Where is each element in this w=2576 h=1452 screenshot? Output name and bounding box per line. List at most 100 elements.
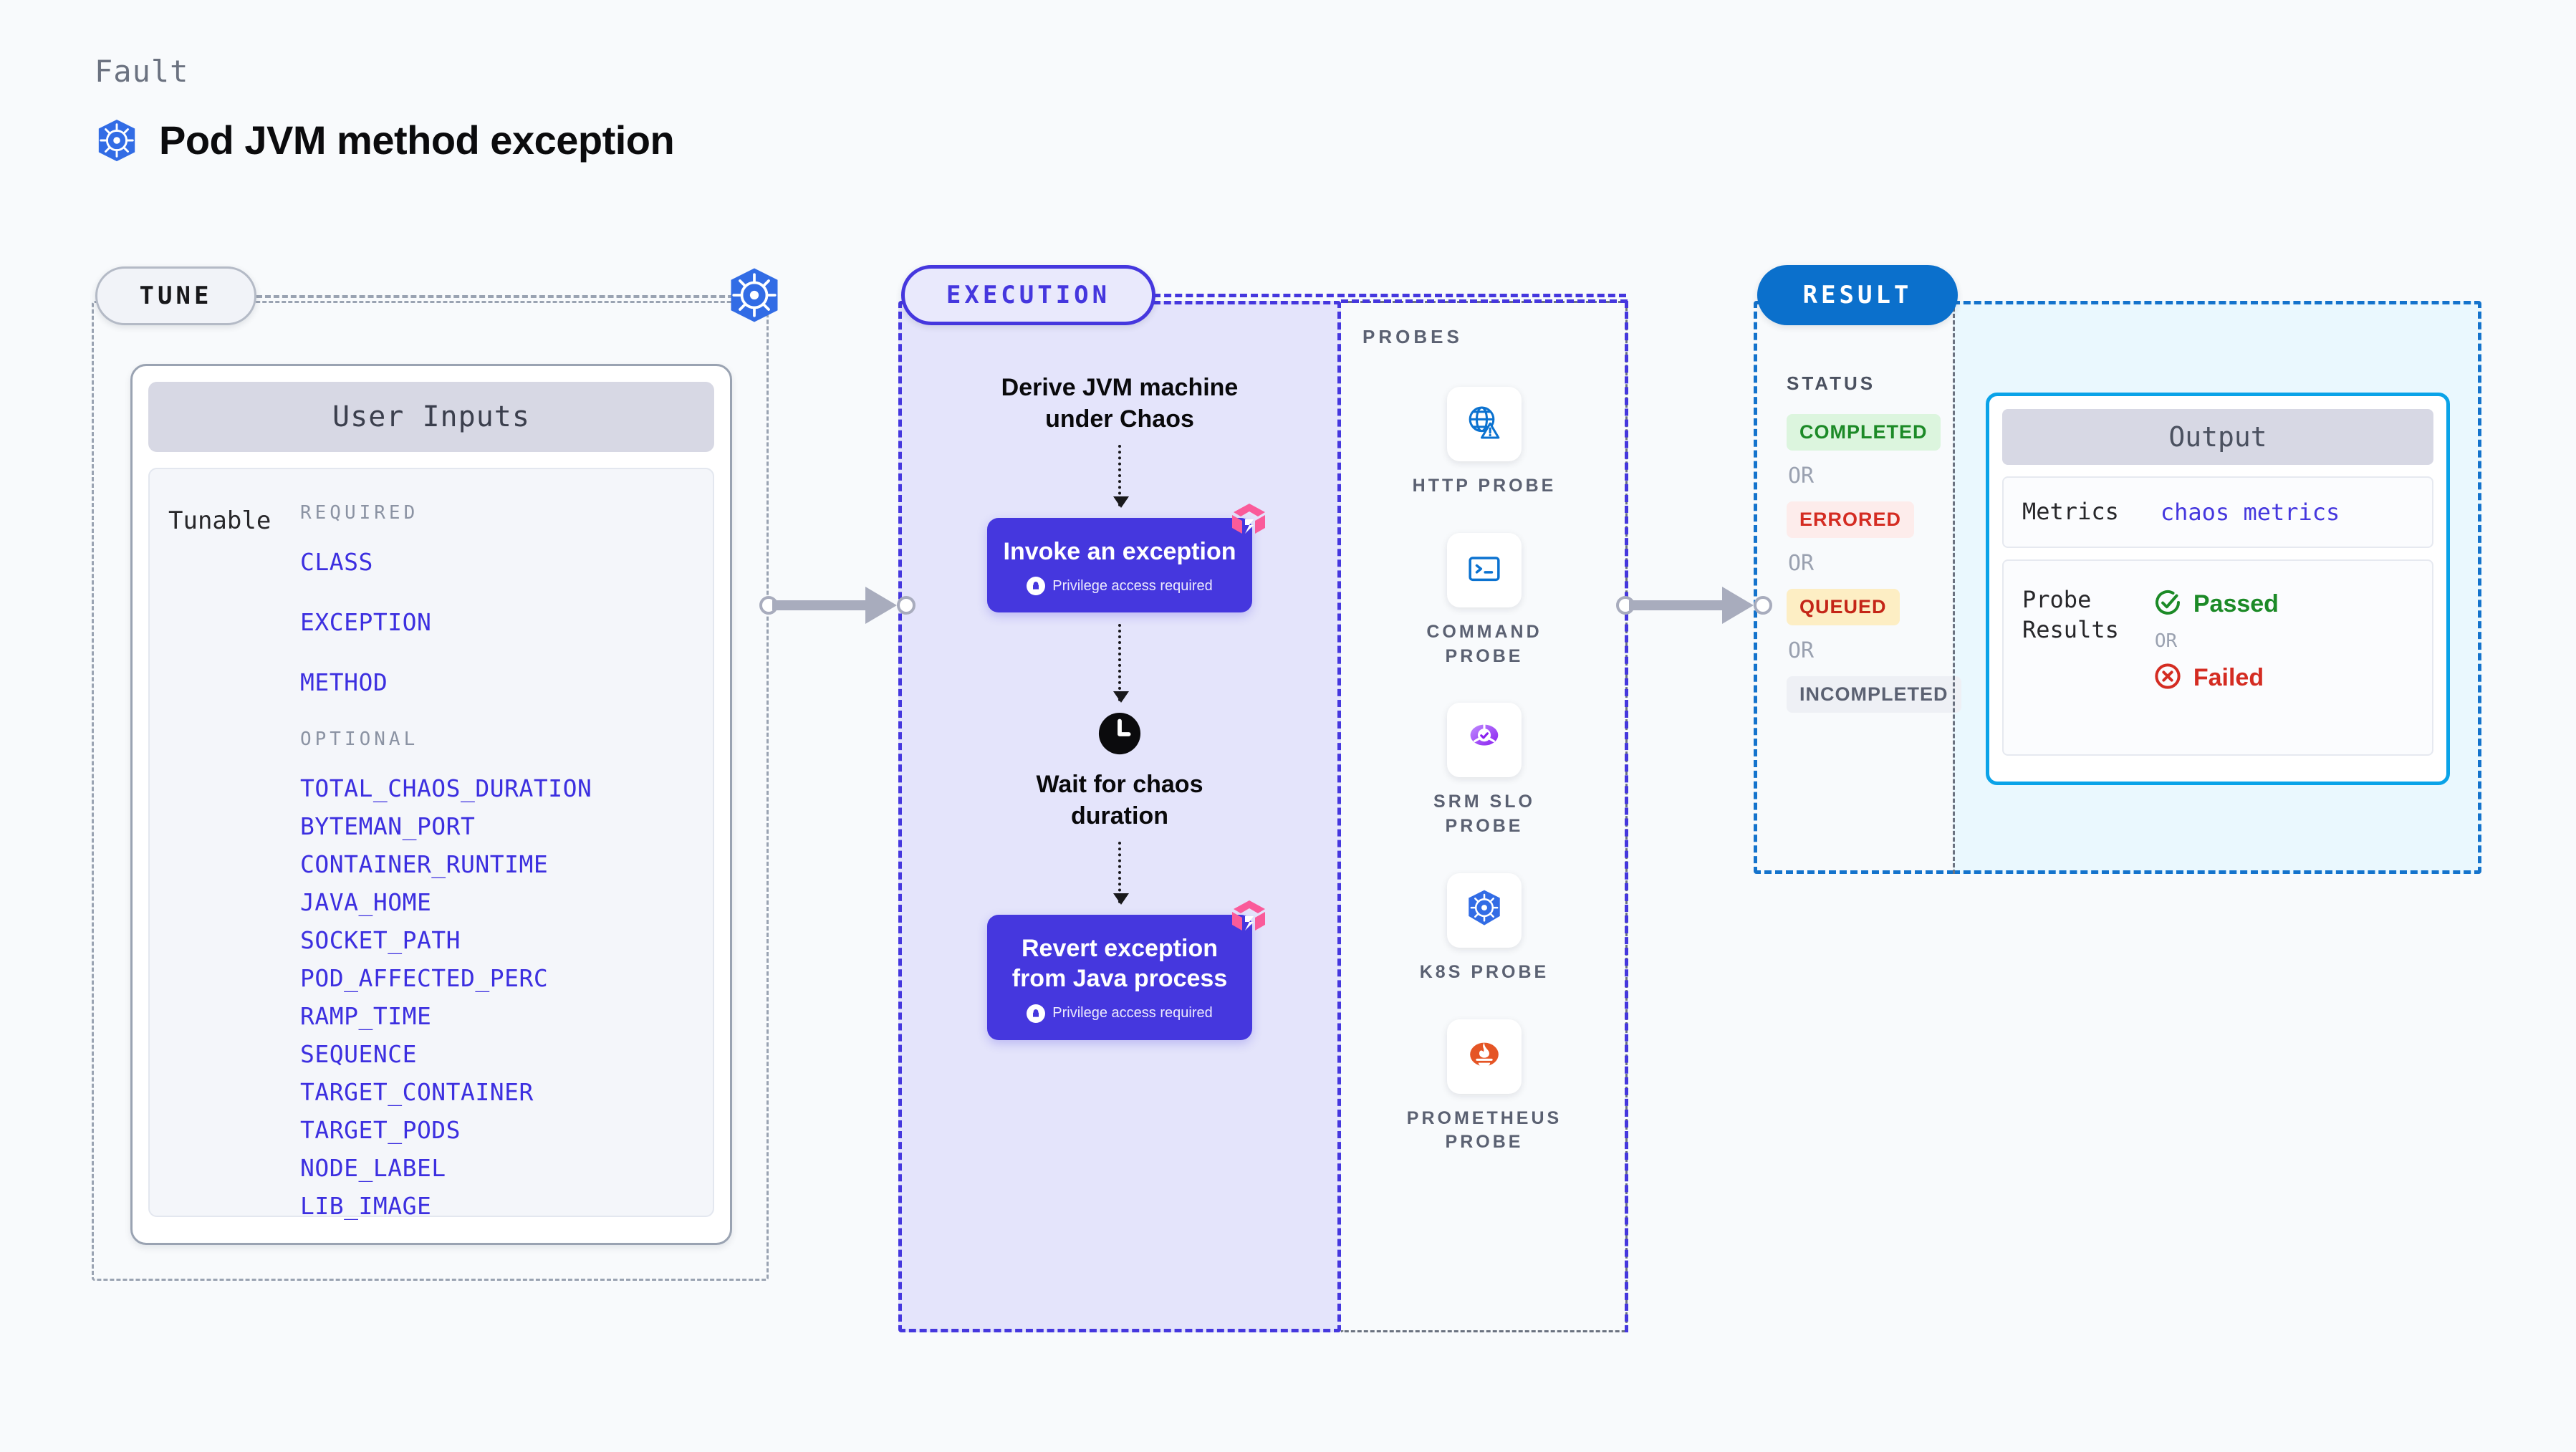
probes-list: HTTP PROBE COMMAND PROBE — [1341, 387, 1628, 1155]
probe-item-k8s[interactable]: K8S PROBE — [1419, 872, 1549, 985]
connector-bar — [1629, 600, 1722, 610]
probe-results-key: Probe Results — [2022, 586, 2119, 643]
result-inner-divider — [1953, 301, 1955, 874]
optional-params-list: TOTAL_CHAOS_DURATION BYTEMAN_PORT CONTAI… — [300, 774, 713, 1220]
list-item[interactable]: JAVA_HOME — [300, 888, 432, 916]
tune-kubernetes-icon — [726, 266, 783, 324]
slo-donut-check-icon — [1464, 718, 1505, 763]
flow-arrow — [1113, 624, 1129, 703]
page-title-row: Pod JVM method exception — [95, 117, 675, 163]
list-item[interactable]: LIB_IMAGE — [300, 1192, 432, 1220]
list-item[interactable]: NODE_LABEL — [300, 1154, 446, 1182]
connector-tune-to-execution — [759, 587, 917, 624]
tune-stage-region — [92, 301, 769, 1281]
globe-warning-icon — [1464, 403, 1504, 446]
list-item[interactable]: TARGET_CONTAINER — [300, 1078, 534, 1106]
litmus-icon — [1228, 898, 1269, 939]
action-note-text: Privilege access required — [1052, 1005, 1213, 1021]
probe-label: PROMETHEUS PROBE — [1406, 1107, 1562, 1153]
connector-dot — [1754, 596, 1772, 615]
probe-tile — [1447, 703, 1522, 778]
list-item[interactable]: METHOD — [300, 668, 388, 696]
probe-item-srm-slo[interactable]: SRM SLO PROBE — [1433, 703, 1535, 839]
list-item[interactable]: SOCKET_PATH — [300, 926, 461, 954]
tune-stage-pill[interactable]: TUNE — [95, 266, 256, 325]
lock-icon — [1027, 577, 1046, 596]
or-separator: OR — [2154, 630, 2178, 652]
flow-arrow — [1113, 445, 1129, 509]
probe-result-passed: Passed — [2153, 588, 2279, 620]
probe-tile — [1446, 532, 1522, 607]
kubernetes-icon — [95, 118, 139, 163]
action-box-revert-exception[interactable]: Revert exception from Java process Privi… — [987, 900, 1265, 1040]
probe-result-passed-label: Passed — [2193, 590, 2279, 617]
action-title: Invoke an exception — [1003, 538, 1236, 566]
execution-flow: Derive JVM machine under Chaos Invoke an… — [898, 372, 1341, 1040]
execution-stage-pill[interactable]: EXECUTION — [901, 265, 1155, 325]
status-section-label: STATUS — [1787, 372, 1876, 394]
list-item[interactable]: BYTEMAN_PORT — [300, 812, 476, 840]
connector-bar — [772, 600, 865, 610]
required-params-list: CLASS EXCEPTION METHOD — [300, 548, 713, 696]
clock-icon — [1097, 711, 1142, 759]
litmus-icon — [1228, 501, 1269, 542]
list-item[interactable]: TARGET_PODS — [300, 1116, 461, 1144]
or-separator: OR — [1788, 638, 1815, 663]
status-badge: QUEUED — [1787, 589, 1900, 625]
list-item[interactable]: TOTAL_CHAOS_DURATION — [300, 774, 592, 802]
probe-label: HTTP PROBE — [1412, 476, 1557, 496]
probes-region-top-border — [1341, 299, 1628, 303]
flow-caption-derive: Derive JVM machine under Chaos — [1001, 374, 1239, 433]
x-circle-icon — [2153, 662, 2182, 694]
probe-label: K8S PROBE — [1419, 961, 1549, 982]
output-header: Output — [2002, 409, 2433, 465]
probes-region-right-border — [1625, 301, 1628, 1332]
list-item[interactable]: CLASS — [300, 548, 373, 576]
flow-caption-wait: Wait for chaos duration — [1036, 771, 1203, 830]
probe-label: COMMAND PROBE — [1426, 621, 1542, 666]
connector-execution-to-result — [1616, 587, 1774, 624]
flow-arrow — [1113, 842, 1129, 905]
probe-tile — [1447, 1019, 1522, 1094]
list-item[interactable]: EXCEPTION — [300, 608, 432, 636]
probe-result-failed-label: Failed — [2193, 664, 2264, 691]
list-item[interactable]: CONTAINER_RUNTIME — [300, 850, 549, 878]
action-box-invoke-exception[interactable]: Invoke an exception Privilege access req… — [987, 504, 1265, 613]
tune-dashed-connector — [256, 295, 751, 298]
probe-item-http[interactable]: HTTP PROBE — [1413, 387, 1557, 499]
list-item[interactable]: POD_AFFECTED_PERC — [300, 964, 549, 992]
probe-results-values: Passed OR Failed — [2153, 585, 2279, 754]
user-inputs-header: User Inputs — [148, 382, 714, 452]
or-separator: OR — [1788, 551, 1815, 576]
output-metrics-row: Metrics chaos metrics — [2002, 476, 2433, 548]
metrics-key: Metrics — [2022, 498, 2119, 526]
status-list: COMPLETED OR ERRORED OR QUEUED OR INCOMP… — [1787, 414, 1961, 713]
result-stage-region — [1754, 301, 1954, 874]
connector-dot — [897, 596, 915, 615]
status-badge: ERRORED — [1787, 501, 1915, 538]
output-card: Output Metrics chaos metrics Probe Resul… — [1986, 393, 2450, 785]
action-note: Privilege access required — [1003, 577, 1236, 596]
probe-item-prometheus[interactable]: PROMETHEUS PROBE — [1407, 1019, 1562, 1155]
tunable-row-label: Tunable — [168, 506, 271, 535]
terminal-icon — [1464, 548, 1504, 592]
execution-dashed-connector — [1153, 294, 1626, 297]
probe-tile — [1446, 872, 1522, 948]
result-stage-pill[interactable]: RESULT — [1757, 265, 1958, 325]
lock-icon — [1027, 1004, 1046, 1023]
tunable-groups: REQUIRED CLASS EXCEPTION METHOD OPTIONAL… — [300, 491, 713, 1220]
list-item[interactable]: RAMP_TIME — [300, 1002, 432, 1030]
probe-item-command[interactable]: COMMAND PROBE — [1426, 532, 1542, 669]
page-title: Pod JVM method exception — [159, 117, 675, 163]
output-probe-results-row: Probe Results Passed OR — [2002, 559, 2433, 756]
group-title-optional: OPTIONAL — [300, 729, 419, 750]
probe-label: SRM SLO PROBE — [1433, 792, 1535, 836]
metrics-value-link[interactable]: chaos metrics — [2160, 499, 2340, 526]
tunable-body: Tunable REQUIRED CLASS EXCEPTION METHOD … — [148, 468, 714, 1220]
kubernetes-icon — [1464, 888, 1505, 933]
list-item[interactable]: SEQUENCE — [300, 1040, 417, 1068]
check-circle-icon — [2153, 588, 2182, 620]
user-inputs-card: User Inputs Tunable REQUIRED CLASS EXCEP… — [130, 364, 732, 1245]
prometheus-icon — [1464, 1034, 1504, 1078]
